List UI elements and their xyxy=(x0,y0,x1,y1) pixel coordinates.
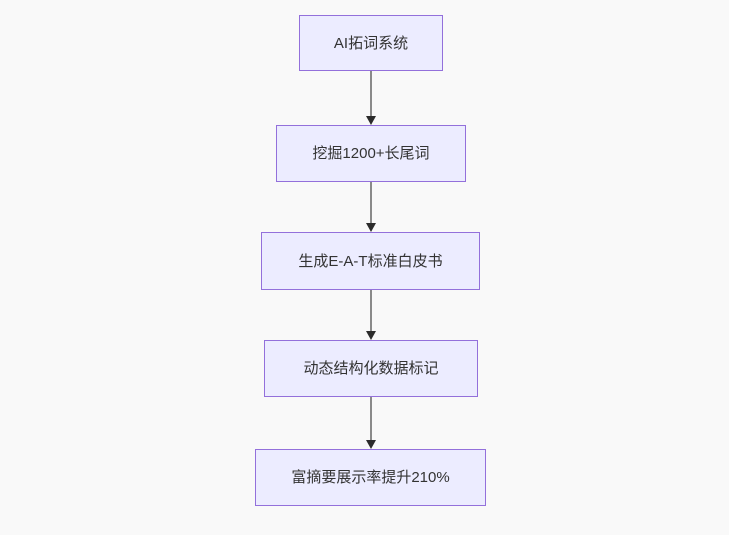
arrowhead-down-icon xyxy=(365,440,376,449)
flow-node-label: 动态结构化数据标记 xyxy=(303,360,439,377)
flow-node-structured-data-markup: 动态结构化数据标记 xyxy=(264,340,478,397)
flow-node-label: AI拓词系统 xyxy=(333,34,409,52)
flow-node-longtail-mining: 挖掘1200+长尾词 xyxy=(276,125,466,182)
arrowhead-down-icon xyxy=(365,223,376,232)
flow-edge-3 xyxy=(365,290,376,340)
arrowhead-down-icon xyxy=(365,116,376,125)
edge-line xyxy=(369,182,372,223)
flow-node-rich-snippet-result: 富摘要展示率提升210% xyxy=(255,449,486,506)
flow-edge-2 xyxy=(365,182,376,232)
flow-node-label: 富摘要展示率提升210% xyxy=(291,469,450,486)
arrowhead-down-icon xyxy=(365,331,376,340)
edge-line xyxy=(369,290,372,331)
flow-node-ai-keyword-system: AI拓词系统 xyxy=(299,15,443,71)
flow-node-eat-whitepaper: 生成E-A-T标准白皮书 xyxy=(261,232,480,290)
flow-edge-4 xyxy=(365,397,376,449)
edge-line xyxy=(369,71,372,116)
edge-line xyxy=(369,397,372,440)
flow-edge-1 xyxy=(365,71,376,125)
flow-node-label: 生成E-A-T标准白皮书 xyxy=(298,252,443,270)
flow-node-label: 挖掘1200+长尾词 xyxy=(312,145,430,162)
